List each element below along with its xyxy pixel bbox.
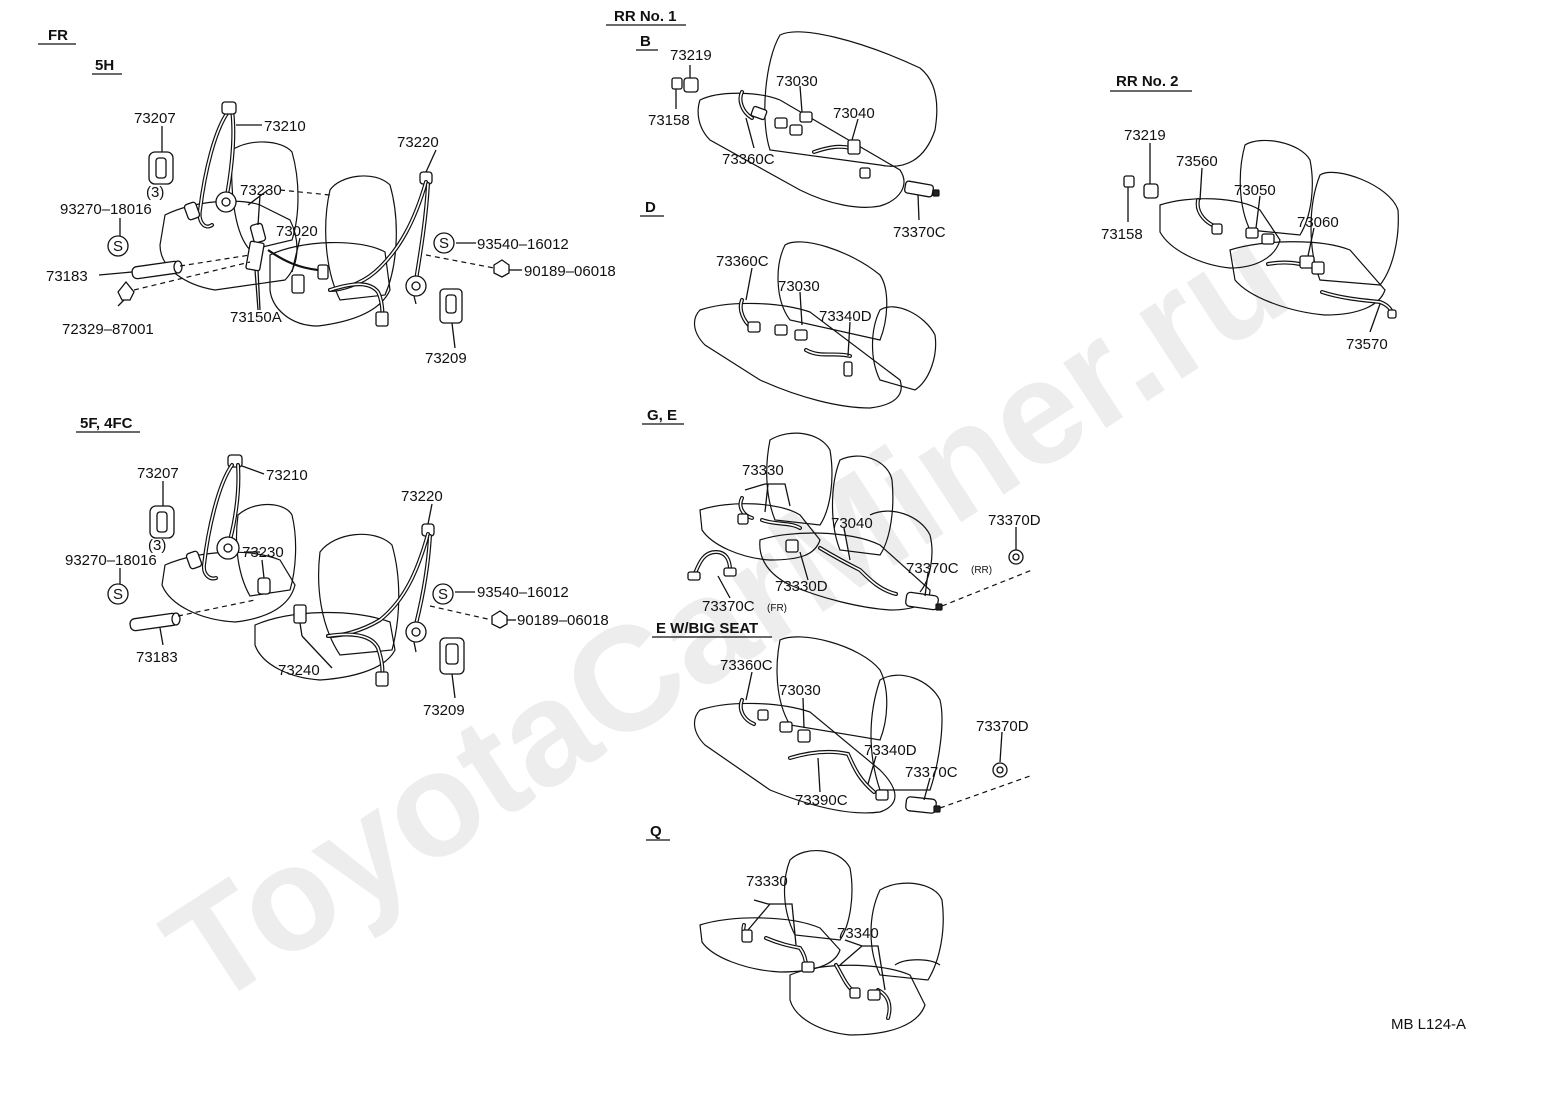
s-marker-right-5f [432,583,454,605]
label-73183-5f: 73183 [136,649,178,666]
rr1-q-group: 73330 73340 [699,849,944,1036]
fr-5h-group: S S 73207 (3) 73210 73230 93270–18016 73… [46,101,616,367]
label-73330d-ge: 73330D [775,578,828,595]
label-73060-rr2: 73060 [1297,214,1339,231]
label-73040-b: 73040 [833,105,875,122]
label-73183-5h: 73183 [46,268,88,285]
rr1-b-cushion [697,92,905,208]
section-rr1-ge: G, E [647,407,677,424]
fr-5h-seat-right [269,175,397,327]
label-73030-d: 73030 [778,278,820,295]
fr-5f-seat-right [254,533,400,681]
rr1-d-group: 73360C 73030 73340D [694,241,937,409]
label-rr-note-ge: (RR) [971,565,992,576]
part-73183-5h [131,260,181,280]
s-marker-left-5f [107,583,129,605]
label-73207-5h: 73207 [134,110,176,127]
section-headers: FR 5H 5F, 4FC RR No. 1 B D G, E E W/BIG … [38,8,1192,841]
label-73570-rr2: 73570 [1346,336,1388,353]
label-73240-5f: 73240 [278,662,320,679]
section-fr: FR [48,27,68,44]
section-rr1-d: D [645,199,656,216]
label-73330-ge: 73330 [742,462,784,479]
label-73030-ebig: 73030 [779,682,821,699]
label-73219-b: 73219 [670,47,712,64]
rr1-b-group: 73219 73030 73040 73158 73360C 73370C [648,31,946,241]
s-marker-left-5h [107,235,129,257]
label-73360c-b: 73360C [722,151,775,168]
label-fr-note-ge: (FR) [767,603,787,614]
label-73207-qty-5h: (3) [146,184,164,201]
label-73220-5h: 73220 [397,134,439,151]
rr2-group: 73219 73560 73050 73158 73060 73570 [1101,127,1399,353]
fr-5f-group: S S 73207 (3) 73210 73230 93270–18016 73… [65,454,609,719]
label-73219-rr2: 73219 [1124,127,1166,144]
label-73360c-ebig: 73360C [720,657,773,674]
label-73207-qty-5f: (3) [148,537,166,554]
s-marker-label: S [113,586,123,603]
s-marker-label: S [113,238,123,255]
part-73370d-ebig [992,762,1008,778]
label-93540-5h: 93540–16012 [477,236,569,253]
label-73230-5f: 73230 [242,544,284,561]
label-73370c-b: 73370C [893,224,946,241]
label-73370d-ge: 73370D [988,512,1041,529]
section-rr-no1: RR No. 1 [614,8,677,25]
label-73209-5h: 73209 [425,350,467,367]
section-rr1-b: B [640,33,651,50]
label-73158-rr2: 73158 [1101,226,1143,243]
section-fr-5f-4fc: 5F, 4FC [80,415,133,432]
part-73207-cover-5h [148,151,174,185]
label-73220-5f: 73220 [401,488,443,505]
label-73370c-rr-ge: 73370C [906,560,959,577]
label-73330-q: 73330 [746,873,788,890]
section-rr1-q: Q [650,823,662,840]
part-73207-cover-5f [149,505,175,539]
label-73360c-d: 73360C [716,253,769,270]
label-73209-5f: 73209 [423,702,465,719]
s-marker-label: S [438,586,448,603]
part-73209-cover-5h [439,288,463,324]
label-73040-ge: 73040 [831,515,873,532]
label-73210-5f: 73210 [266,467,308,484]
s-marker-label: S [439,235,449,252]
section-rr1-e-big-seat: E W/BIG SEAT [656,620,758,637]
label-73340-q: 73340 [837,925,879,942]
label-73230-5h: 73230 [240,182,282,199]
label-90189-5h: 90189–06018 [524,263,616,280]
label-90189-5f: 90189–06018 [517,612,609,629]
part-73183-5f [129,612,179,632]
rr1-ge-group: 73330 73040 73370D 73370C (RR) 73330D 73… [687,432,1041,615]
section-rr-no2: RR No. 2 [1116,73,1179,90]
label-73370c-ebig: 73370C [905,764,958,781]
label-73150a-5h: 73150A [230,309,282,326]
rr1-ebig-group: 73360C 73030 73370D 73340D 73370C 73390C [694,636,1031,814]
label-73210-5h: 73210 [264,118,306,135]
label-73390c-ebig: 73390C [795,792,848,809]
label-73020-5h: 73020 [276,223,318,240]
label-73050-rr2: 73050 [1234,182,1276,199]
label-73370d-ebig: 73370D [976,718,1029,735]
section-fr-5h: 5H [95,57,114,74]
label-73370c-fr-ge: 73370C [702,598,755,615]
part-73370d-ge [1008,549,1024,565]
label-73560-rr2: 73560 [1176,153,1218,170]
label-93540-5f: 93540–16012 [477,584,569,601]
fr-5f-seat-left [161,503,297,623]
label-93270-5f: 93270–18016 [65,552,157,569]
drawing-code: MB L124-A [1391,1016,1466,1033]
label-93270-5h: 93270–18016 [60,201,152,218]
label-73030-b: 73030 [776,73,818,90]
label-72329-5h: 72329–87001 [62,321,154,338]
s-marker-right-5h [433,232,455,254]
label-73340d-ebig: 73340D [864,742,917,759]
label-73340d-d: 73340D [819,308,872,325]
label-73158-b: 73158 [648,112,690,129]
label-73207-5f: 73207 [137,465,179,482]
